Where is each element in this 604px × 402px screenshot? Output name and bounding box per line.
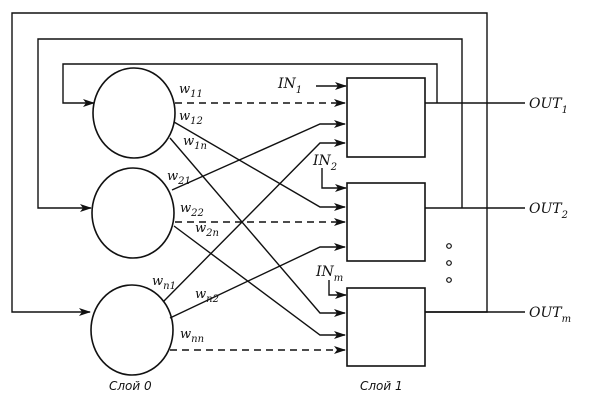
connection-w21 (171, 120, 346, 191)
layer1-neuron-m (346, 287, 426, 367)
feedback-loop-2 (37, 38, 463, 212)
feedback-loop-m (11, 12, 488, 316)
output-label-2: OUT2 (529, 201, 568, 221)
weight-label-wnn: wnn (180, 327, 204, 345)
layer1-neuron-2 (346, 182, 426, 262)
weight-label-w2n: w2n (195, 221, 219, 239)
connection-w12 (173, 121, 346, 211)
layer0-neuron-1 (92, 67, 176, 159)
connection-wn2 (169, 243, 346, 319)
input-arrow-m (328, 280, 347, 299)
weight-label-wn1: wn1 (152, 274, 176, 292)
layer0-caption: Слой 0 (109, 379, 152, 393)
weight-label-w21: w21 (167, 169, 191, 187)
input-label-2: IN2 (312, 153, 337, 173)
feedback-loop-1 (62, 63, 438, 107)
layer1-neuron-1 (346, 77, 426, 158)
weight-label-w12: w12 (179, 109, 203, 127)
ellipsis-dot (446, 243, 452, 249)
weight-label-wn2: wn2 (195, 287, 219, 305)
ellipsis-dot (446, 260, 452, 266)
weight-label-w11: w11 (179, 82, 203, 100)
ellipsis-dot (446, 277, 452, 283)
connection-w1n (169, 137, 346, 317)
output-label-m: OUTm (529, 305, 571, 325)
layer1-caption: Слой 1 (360, 379, 403, 393)
output-label-1: OUT1 (529, 96, 568, 116)
connection-w2n (173, 225, 346, 339)
input-label-m: INm (315, 264, 343, 284)
layer0-neuron-2 (91, 167, 175, 259)
weight-label-w1n: w1n (183, 134, 207, 152)
input-arrow-2 (321, 168, 347, 192)
layer0-neuron-n (90, 284, 174, 376)
connection-wn1 (162, 139, 346, 303)
weight-label-w22: w22 (180, 201, 204, 219)
input-label-1: IN1 (277, 76, 302, 96)
